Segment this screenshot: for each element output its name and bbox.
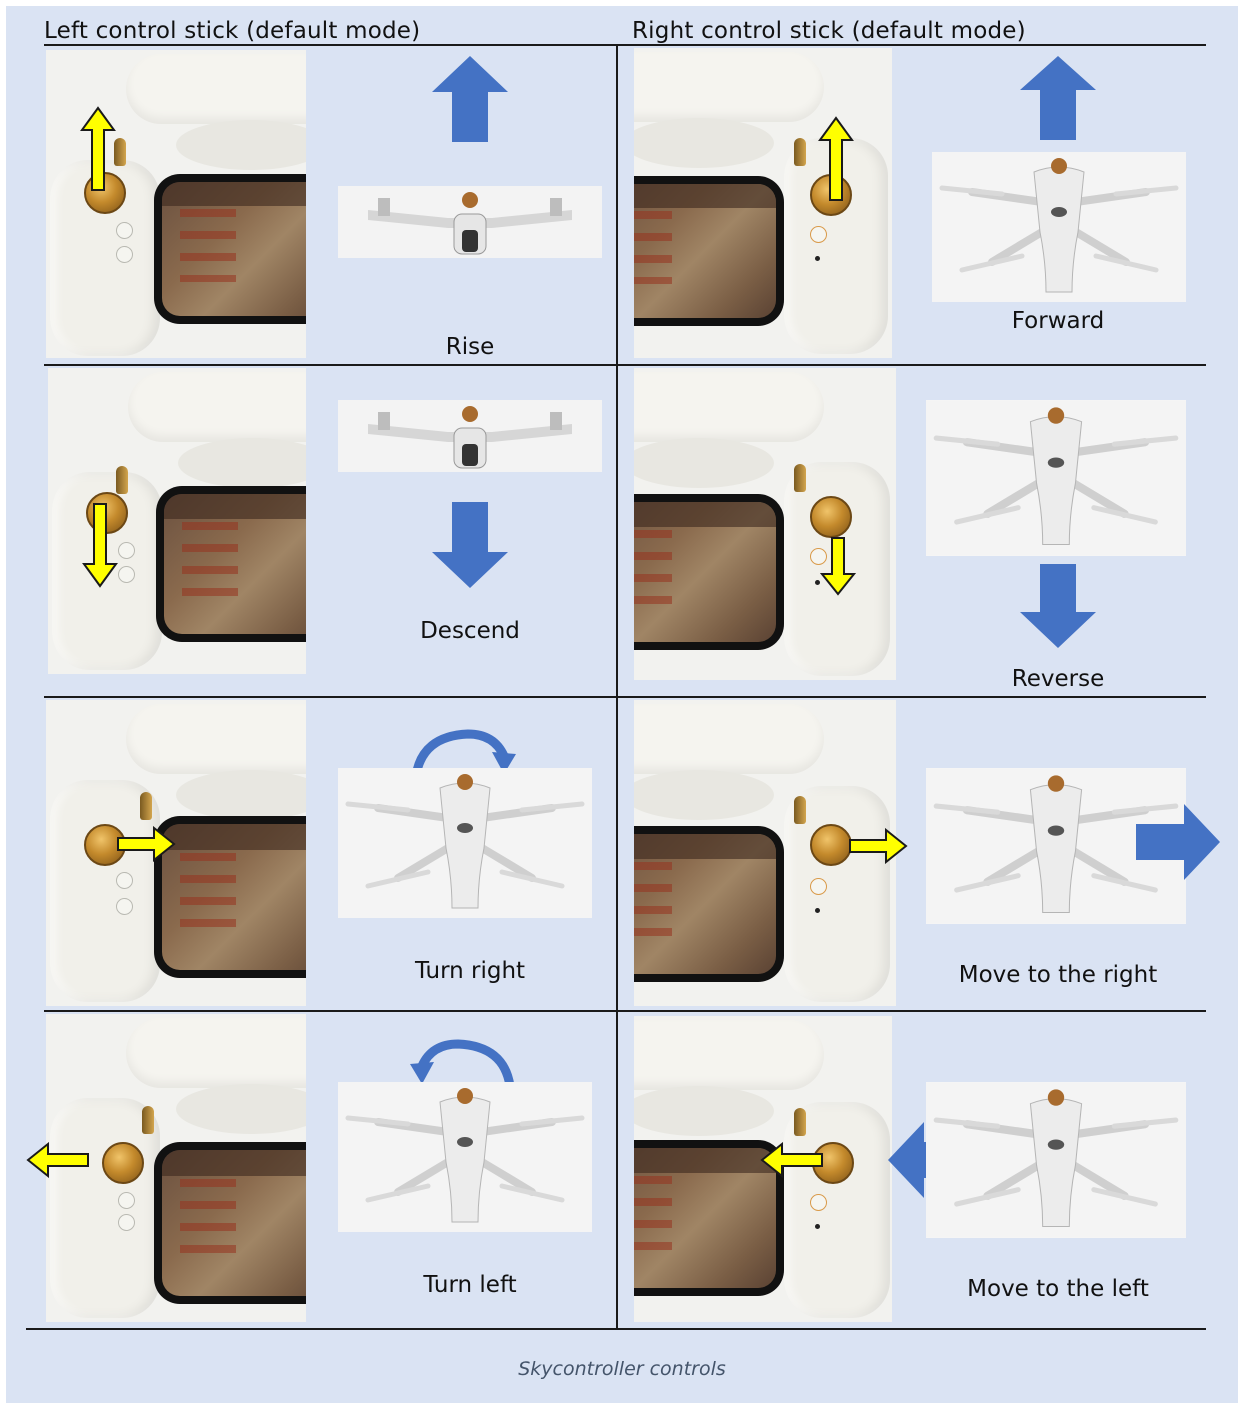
action-label-descend: Descend	[420, 618, 520, 644]
right-column-header: Right control stick (default mode)	[632, 18, 1026, 44]
stick-arrow-right-icon	[117, 826, 176, 862]
figure-caption: Skycontroller controls	[518, 1358, 726, 1380]
controller-photo	[634, 48, 892, 358]
action-label-forward: Forward	[1011, 308, 1105, 334]
controller-photo	[634, 368, 896, 680]
row-divider-1	[44, 364, 1206, 366]
row-divider-3	[44, 1010, 1206, 1012]
blue-arrow-up-icon	[432, 56, 508, 142]
action-label-turn-left: Turn left	[423, 1272, 517, 1298]
action-label-move-right: Move to the right	[958, 962, 1158, 988]
stick-arrow-right-icon	[849, 828, 908, 864]
stick-arrow-down-icon	[82, 503, 118, 588]
controller-photo	[48, 368, 306, 674]
action-label-move-left: Move to the left	[967, 1276, 1149, 1302]
rotate-counterclockwise-icon	[410, 1039, 515, 1087]
action-label-reverse: Reverse	[1011, 666, 1105, 692]
column-divider	[616, 44, 618, 1328]
drone-top-photo	[338, 768, 592, 918]
drone-top-photo	[338, 1082, 592, 1232]
action-label-turn-right: Turn right	[414, 958, 526, 984]
blue-arrow-down-icon	[432, 502, 508, 588]
controller-photo	[46, 1014, 306, 1322]
stick-arrow-down-icon	[820, 537, 856, 596]
drone-top-photo	[926, 1082, 1186, 1238]
stick-arrow-left-icon	[26, 1142, 89, 1178]
stick-arrow-up-icon	[818, 116, 854, 201]
controller-photo	[634, 1016, 892, 1322]
controller-photo	[46, 50, 306, 358]
drone-top-photo	[932, 152, 1186, 302]
drone-top-photo	[926, 768, 1186, 924]
bottom-divider	[26, 1328, 1206, 1330]
stick-arrow-up-icon	[80, 106, 116, 191]
drone-front-photo	[338, 400, 602, 472]
figure-page: Left control stick (default mode) Right …	[6, 6, 1238, 1403]
drone-top-photo	[926, 400, 1186, 556]
left-column-header: Left control stick (default mode)	[44, 18, 421, 44]
action-label-rise: Rise	[445, 334, 495, 360]
rotate-clockwise-icon	[411, 729, 516, 777]
row-divider-2	[44, 696, 1206, 698]
header-divider	[44, 44, 1206, 46]
spacer	[82, 142, 83, 143]
drone-front-photo	[338, 186, 602, 258]
controller-photo	[46, 700, 306, 1006]
controller-photo	[634, 700, 896, 1006]
blue-arrow-right-icon	[1136, 804, 1220, 880]
blue-arrow-down-icon	[1020, 564, 1096, 648]
stick-arrow-left-icon	[760, 1142, 823, 1178]
blue-arrow-up-icon	[1020, 56, 1096, 140]
